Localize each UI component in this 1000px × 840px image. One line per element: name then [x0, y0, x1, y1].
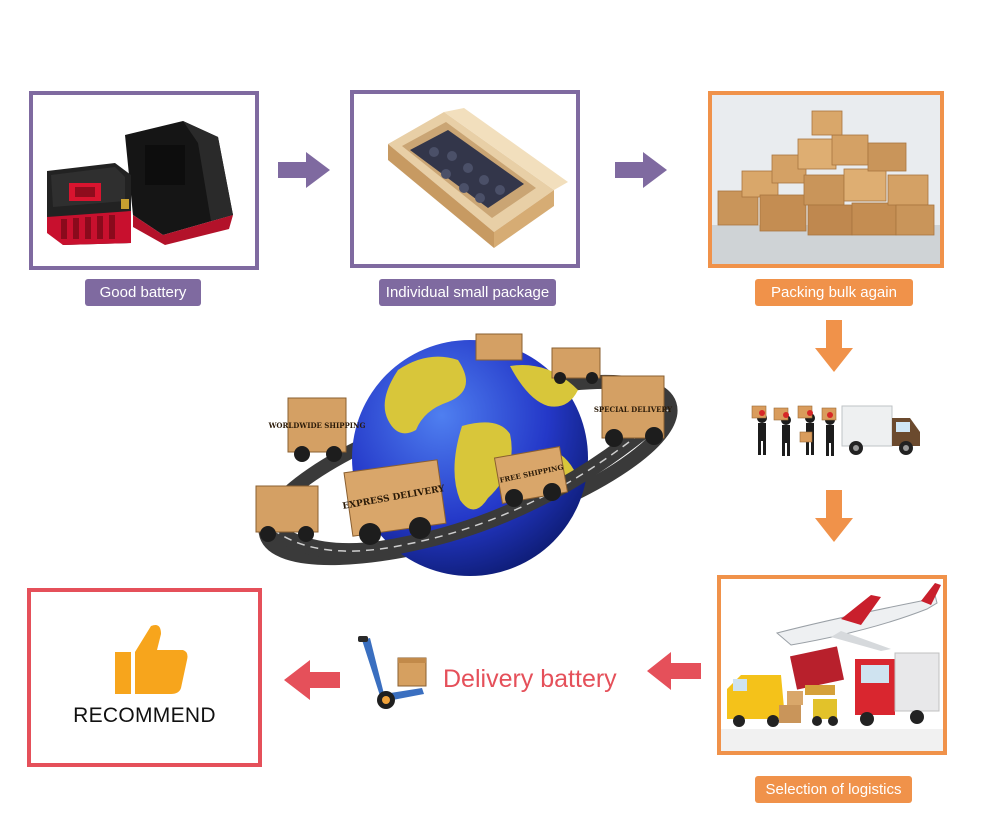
package-photo-frame	[350, 90, 580, 268]
logistics-vehicles-image	[721, 583, 943, 751]
arrow-down-icon	[815, 490, 853, 542]
box-truck: SPECIAL DELIVERY	[594, 375, 673, 447]
battery-photo-frame	[29, 91, 259, 270]
arrow-left-icon	[647, 652, 701, 690]
warehouse-boxes-image	[712, 95, 940, 264]
logistics-label: Selection of logistics	[755, 776, 912, 803]
box-truck: WORLDWIDE SHIPPING	[268, 397, 366, 462]
logistics-photo-frame	[717, 575, 947, 755]
warehouse-photo-frame	[708, 91, 944, 268]
box-truck	[255, 485, 319, 542]
special-delivery-tag: SPECIAL DELIVERY	[594, 405, 673, 414]
delivery-battery-text: Delivery battery	[443, 665, 617, 693]
arrow-right-icon	[615, 152, 667, 188]
movers-truck-image	[751, 405, 920, 456]
box-truck: EXPRESS DELIVERY	[342, 459, 447, 545]
thumbs-up-icon	[115, 625, 188, 694]
worldwide-shipping-tag: WORLDWIDE SHIPPING	[268, 421, 366, 430]
box-truck: FREE SHIPPING	[493, 446, 569, 507]
hand-truck-icon	[358, 636, 427, 709]
arrow-down-icon	[815, 320, 853, 372]
arrow-right-icon	[278, 152, 330, 188]
small-package-image	[388, 108, 568, 248]
recommend-frame: RECOMMEND	[27, 588, 262, 767]
box-truck	[475, 333, 523, 361]
packing-bulk-label: Packing bulk again	[755, 279, 913, 306]
globe-shipping-image: WORLDWIDE SHIPPING EXPRESS DELIVERY FREE…	[255, 333, 678, 576]
battery-image	[47, 121, 233, 245]
arrow-left-icon	[284, 660, 340, 700]
small-package-label: Individual small package	[379, 279, 556, 306]
box-truck	[551, 347, 601, 384]
recommend-text: RECOMMEND	[73, 704, 216, 727]
good-battery-label: Good battery	[85, 279, 201, 306]
